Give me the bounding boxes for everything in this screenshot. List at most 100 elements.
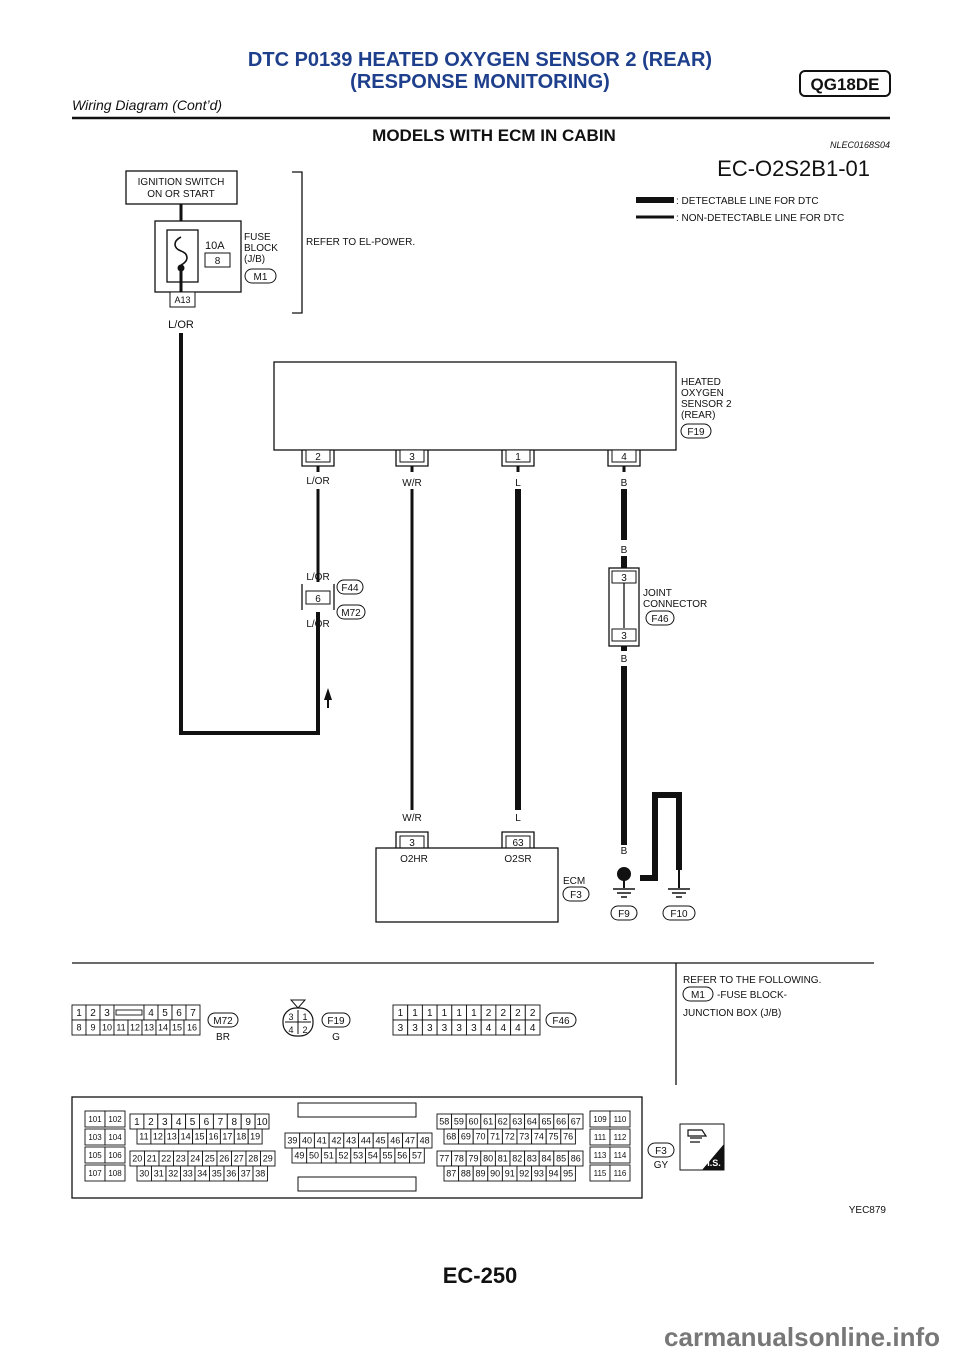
- ground-wire-2-color: B: [652, 846, 659, 857]
- section-ref-code: NLEC0168S04: [830, 140, 890, 150]
- connector-f19-oval: F19: [321, 1012, 351, 1028]
- connector-f3-r2-7: 18: [236, 1132, 246, 1142]
- sensor-wire-4-color: B: [621, 478, 628, 489]
- ground-wire-1-color: B: [621, 846, 628, 857]
- connector-f3-m2-3: 52: [338, 1151, 348, 1161]
- connector-f3-s2-0: 68: [446, 1132, 456, 1142]
- connector-f46-r2-2: 3: [427, 1023, 433, 1034]
- ignition-switch-label-line2: ON OR START: [147, 189, 214, 200]
- connector-f3-left-3-1: 108: [108, 1169, 122, 1178]
- joint-connector: 3 3: [608, 556, 640, 651]
- connector-f3-s2-7: 75: [548, 1132, 558, 1142]
- connector-f46-r1-1: 1: [412, 1008, 418, 1019]
- watermark: carmanualsonline.info: [664, 1322, 940, 1352]
- connector-f3-left-1-0: 103: [88, 1133, 102, 1142]
- connector-m72-r1-3-box: [113, 1004, 145, 1021]
- hs-connector-icon: H.S.: [679, 1123, 725, 1171]
- harness-connector-oval-2: M72: [336, 604, 366, 620]
- ignition-switch-box: IGNITION SWITCH ON OR START: [125, 170, 238, 205]
- connector-f46-oval: F46: [545, 1012, 577, 1028]
- connector-m72-oval: M72: [207, 1012, 239, 1028]
- fuse-block-label-1: FUSE: [244, 232, 271, 243]
- ecm-pin-left-label: 3: [409, 838, 415, 849]
- ground-connector-oval-2: F10: [662, 905, 696, 921]
- sensor-label-4: (REAR): [681, 410, 715, 421]
- connector-f3-s3-7: 84: [541, 1154, 551, 1164]
- connector-f3-m1-9: 48: [420, 1136, 430, 1146]
- ground-connector-label-2: F10: [670, 909, 688, 920]
- connector-f46-r1-9: 2: [530, 1008, 536, 1019]
- connector-f3-right-2-1-box: [609, 1146, 631, 1164]
- ground-jumper-wire: [640, 792, 682, 881]
- sensor-wire-1-color: L/OR: [306, 476, 329, 487]
- connector-f3-left-0-1-box: [104, 1110, 126, 1128]
- connector-f3-r2-3: 14: [181, 1132, 191, 1142]
- connector-f3-r2-4: 15: [195, 1132, 205, 1142]
- connector-f3-s2-5: 73: [519, 1132, 529, 1142]
- connector-f46-r1-0: 1: [398, 1008, 404, 1019]
- hs-label: H.S.: [703, 1158, 721, 1168]
- sensor-pin-4-label: 4: [621, 452, 627, 463]
- harness-connector-oval-1: F44: [336, 579, 364, 595]
- connector-f3-s3-4: 81: [498, 1154, 508, 1164]
- refer-following-text1: -FUSE BLOCK-: [717, 990, 787, 1001]
- connector-f3-r4-5: 35: [212, 1169, 222, 1179]
- fuse-block: 10A 8: [154, 220, 242, 293]
- ecm-pin-o2hr: 3: [395, 831, 429, 849]
- connector-f3-r3-7: 27: [234, 1154, 244, 1164]
- connector-f3-r3-9: 29: [263, 1154, 273, 1164]
- connector-f3-r1-9: 10: [256, 1117, 268, 1128]
- connector-f46-r1-6: 2: [486, 1008, 492, 1019]
- connector-f3-s1-8: 66: [556, 1117, 566, 1127]
- connector-f3-s4-3: 90: [490, 1169, 500, 1179]
- connector-f3-r1-5: 6: [204, 1117, 210, 1128]
- connector-f46-r2-8: 4: [515, 1023, 521, 1034]
- connector-f46-r2-6: 4: [486, 1023, 492, 1034]
- connector-f3-left-3-1-box: [104, 1164, 126, 1182]
- connector-f46-r2-1: 3: [412, 1023, 418, 1034]
- connector-m72-r2-3: 11: [116, 1023, 125, 1033]
- connector-m72-r1-7: 7: [190, 1008, 196, 1019]
- connector-f3-m1-8: 47: [405, 1136, 415, 1146]
- sensor-wire-2-color: W/R: [402, 478, 421, 489]
- connector-f3-right-2-0: 113: [594, 1151, 607, 1160]
- fuse-wire-color: L/OR: [168, 319, 194, 331]
- connector-f3-oval: F3: [647, 1142, 675, 1158]
- connector-f3-m1-5: 44: [361, 1136, 371, 1146]
- connector-f3-s3-2: 79: [468, 1154, 478, 1164]
- connector-f3-s2-6: 74: [534, 1132, 544, 1142]
- connector-f3-right-2-1: 114: [614, 1151, 627, 1160]
- connector-f3-right-3-0: 115: [594, 1169, 607, 1178]
- connector-f3-m1-7: 46: [390, 1136, 400, 1146]
- section-title: MODELS WITH ECM IN CABIN: [372, 126, 616, 145]
- connector-f3-right-1-1: 112: [614, 1133, 627, 1142]
- ignition-switch-label-line1: IGNITION SWITCH: [138, 177, 225, 188]
- harness-pin-label: 6: [315, 594, 321, 605]
- connector-f46-r1-5: 1: [471, 1008, 477, 1019]
- connector-f46-r2-4: 3: [456, 1023, 462, 1034]
- connector-f3-s1-6: 64: [527, 1117, 537, 1127]
- connector-m72-r2-0: 8: [76, 1023, 81, 1033]
- sensor-connector-label: F19: [687, 427, 705, 438]
- connector-f3-label: F3: [655, 1146, 667, 1157]
- connector-f3-left-0-0: 101: [88, 1115, 102, 1124]
- connector-f3-s2-8: 76: [563, 1132, 573, 1142]
- connector-f3-m1-1: 40: [302, 1136, 312, 1146]
- connector-f19-cell-1: 3: [288, 1012, 293, 1022]
- connector-f46-r1-4: 1: [456, 1008, 462, 1019]
- connector-f46-r1-8: 2: [515, 1008, 521, 1019]
- ecm-wire-right-color: L: [515, 813, 521, 824]
- connector-f3-s4-0: 87: [446, 1169, 456, 1179]
- ground-wire-3-color: B: [676, 846, 683, 857]
- connector-f3-r2-1: 12: [153, 1132, 163, 1142]
- connector-f46-r2-3: 3: [442, 1023, 448, 1034]
- connector-f3-r4-7: 37: [241, 1169, 251, 1179]
- connector-m72-color: BR: [216, 1032, 230, 1043]
- connector-m72-r2-6: 14: [158, 1023, 168, 1033]
- connector-f3-left-2-1: 106: [108, 1151, 122, 1160]
- connector-f19-cell-2: 1: [302, 1012, 307, 1022]
- refer-el-power: REFER TO EL-POWER.: [306, 237, 415, 248]
- legend-detectable-label: : DETECTABLE LINE FOR DTC: [676, 196, 819, 207]
- connector-m72-r1-5: 5: [162, 1008, 168, 1019]
